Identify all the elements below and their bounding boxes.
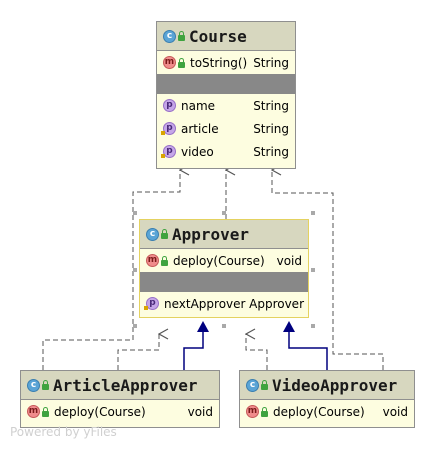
class-icon: c bbox=[246, 378, 259, 392]
class-articleapprover[interactable]: c ArticleApprover m deploy(Course) void bbox=[20, 370, 220, 428]
field-name: article bbox=[181, 121, 219, 136]
method-type: void bbox=[187, 404, 213, 419]
field-icon: p bbox=[163, 122, 176, 135]
selection-handle[interactable] bbox=[311, 268, 315, 272]
footer-watermark: Powered by yFiles bbox=[10, 425, 117, 439]
field-row[interactable]: p article String bbox=[157, 117, 295, 140]
class-course-header: c Course bbox=[157, 22, 295, 51]
field-row[interactable]: p name String bbox=[157, 94, 295, 117]
field-icon: p bbox=[163, 99, 176, 112]
inheritance-arrowhead-articleapprover bbox=[197, 321, 209, 332]
field-marker-icon bbox=[144, 305, 148, 310]
class-approver-name: Approver bbox=[172, 224, 250, 244]
field-row[interactable]: p nextApprover Approver bbox=[140, 292, 308, 315]
class-videoapprover-name: VideoApprover bbox=[272, 375, 398, 395]
lock-icon bbox=[261, 406, 268, 417]
field-name: video bbox=[181, 144, 214, 159]
field-type: String bbox=[253, 121, 289, 136]
field-type: Approver bbox=[249, 296, 304, 311]
method-row[interactable]: m deploy(Course) void bbox=[21, 400, 219, 423]
method-icon: m bbox=[27, 405, 40, 418]
section-separator bbox=[140, 272, 308, 292]
selection-handle[interactable] bbox=[311, 324, 315, 328]
class-icon: c bbox=[27, 378, 40, 392]
selection-handle[interactable] bbox=[311, 211, 315, 215]
class-icon: c bbox=[163, 29, 176, 43]
selection-handle[interactable] bbox=[222, 211, 226, 215]
method-row[interactable]: m deploy(Course) void bbox=[240, 400, 414, 423]
field-name: nextApprover bbox=[164, 296, 246, 311]
lock-icon bbox=[161, 229, 168, 239]
class-articleapprover-name: ArticleApprover bbox=[53, 375, 198, 395]
field-name: name bbox=[181, 98, 216, 113]
lock-icon bbox=[178, 57, 185, 68]
dependency-edge-articleapprover-approver bbox=[117, 334, 159, 370]
method-name: deploy(Course) bbox=[173, 253, 265, 268]
lock-icon bbox=[42, 406, 49, 417]
dependency-edge-articleapprover-course bbox=[42, 170, 180, 370]
field-type: String bbox=[253, 144, 289, 159]
class-videoapprover[interactable]: c VideoApprover m deploy(Course) void bbox=[239, 370, 415, 428]
selection-handle[interactable] bbox=[222, 324, 226, 328]
section-separator bbox=[157, 74, 295, 94]
field-marker-icon bbox=[161, 153, 165, 158]
method-name: toString() bbox=[190, 55, 248, 70]
method-type: String bbox=[253, 55, 289, 70]
method-icon: m bbox=[146, 254, 159, 267]
method-row[interactable]: m toString() String bbox=[157, 51, 295, 74]
selection-handle[interactable] bbox=[133, 268, 137, 272]
field-type: String bbox=[253, 98, 289, 113]
lock-icon bbox=[42, 380, 49, 390]
lock-icon bbox=[178, 31, 185, 41]
field-icon: p bbox=[163, 145, 176, 158]
lock-icon bbox=[261, 380, 268, 390]
lock-icon bbox=[161, 255, 168, 266]
method-type: void bbox=[382, 404, 408, 419]
selection-handle[interactable] bbox=[133, 211, 137, 215]
method-icon: m bbox=[163, 56, 176, 69]
class-videoapprover-header: c VideoApprover bbox=[240, 371, 414, 400]
field-row[interactable]: p video String bbox=[157, 140, 295, 163]
method-name: deploy(Course) bbox=[273, 404, 365, 419]
class-articleapprover-header: c ArticleApprover bbox=[21, 371, 219, 400]
class-course[interactable]: c Course m toString() String p name Stri… bbox=[156, 21, 296, 169]
dependency-edge-videoapprover-approver bbox=[246, 334, 268, 370]
inheritance-edge-articleapprover bbox=[183, 331, 204, 370]
dependency-edge-videoapprover-course bbox=[272, 170, 384, 370]
method-row[interactable]: m deploy(Course) void bbox=[140, 249, 308, 272]
class-approver[interactable]: c Approver m deploy(Course) void p nextA… bbox=[139, 219, 309, 318]
method-name: deploy(Course) bbox=[54, 404, 146, 419]
field-marker-icon bbox=[161, 130, 165, 135]
field-icon: p bbox=[146, 297, 159, 310]
class-approver-header: c Approver bbox=[140, 220, 308, 249]
inheritance-edge-videoapprover bbox=[288, 331, 328, 370]
inheritance-arrowhead-videoapprover bbox=[283, 321, 295, 332]
class-course-name: Course bbox=[189, 26, 247, 46]
method-icon: m bbox=[246, 405, 259, 418]
class-icon: c bbox=[146, 227, 159, 241]
method-type: void bbox=[276, 253, 302, 268]
selection-handle[interactable] bbox=[133, 324, 137, 328]
